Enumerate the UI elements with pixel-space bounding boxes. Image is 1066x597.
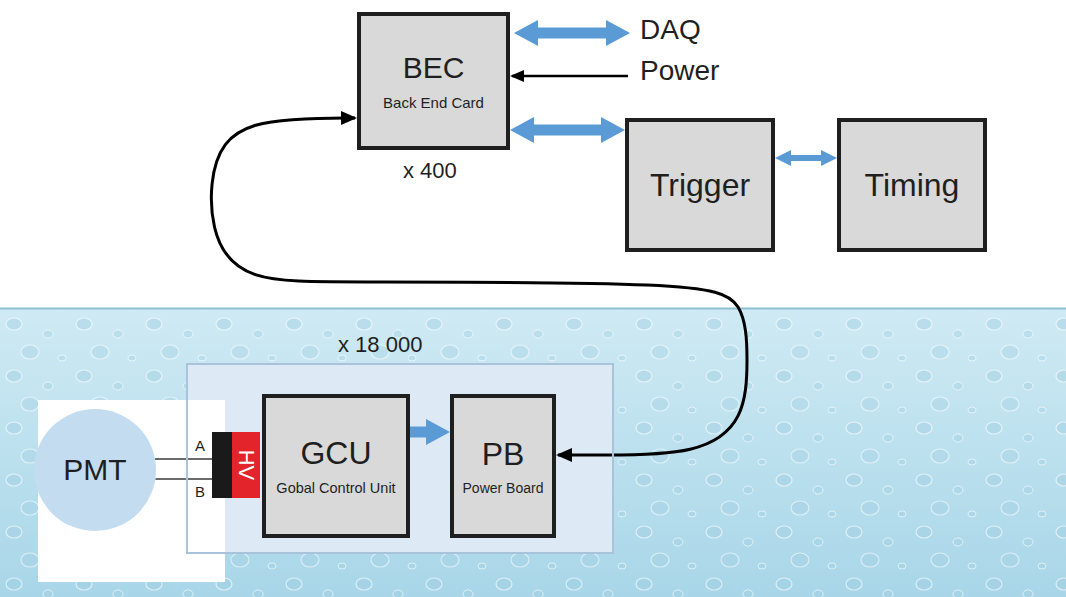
title-text: PB [482, 436, 525, 473]
title-text: Trigger [650, 167, 750, 204]
gcu-box: GCU Gobal Control Unit [262, 394, 410, 538]
subtitle-text: Gobal Control Unit [276, 480, 395, 497]
title-text: PMT [63, 453, 126, 488]
title-text: HV [235, 450, 257, 481]
pin-label: A [195, 437, 205, 454]
signal-label: DAQ [640, 14, 701, 46]
data-link-arrow [410, 427, 438, 438]
back-end-card: BECBack End Cardx 400 [357, 12, 510, 150]
module-fill [188, 365, 612, 552]
title-text: BEC [403, 51, 465, 86]
pmt-circle: PMT [33, 408, 157, 532]
multiplicity-label: x 18 000 [338, 332, 422, 357]
signal-label: Power [640, 55, 719, 87]
hv-block: HV [212, 432, 260, 498]
pmt-bulb-shape [34, 409, 156, 531]
water [0, 308, 1066, 597]
pmt-wire [155, 478, 212, 480]
data-link-arrow [783, 155, 829, 161]
water-surface [0, 308, 1066, 310]
title-text: Timing [865, 167, 960, 204]
trigger-box: Trigger [625, 118, 775, 252]
subtitle-text: Back End Card [383, 94, 484, 111]
underwater-module: HVGCUGobal Control UnitPBPower Boardx 18… [188, 365, 612, 552]
timing-box: Timing [837, 118, 987, 252]
title-text: GCU [300, 435, 371, 472]
pmt-wire [155, 458, 212, 460]
water-drops [0, 308, 1066, 597]
power-arrow [512, 75, 628, 78]
data-link-arrow [522, 125, 613, 136]
daq-arrow [526, 28, 618, 39]
subtitle-text: Power Board [463, 480, 544, 496]
pin-label: B [195, 483, 205, 500]
power-board-box: PB Power Board [450, 394, 556, 538]
multiplicity-label: x 400 [403, 158, 457, 183]
